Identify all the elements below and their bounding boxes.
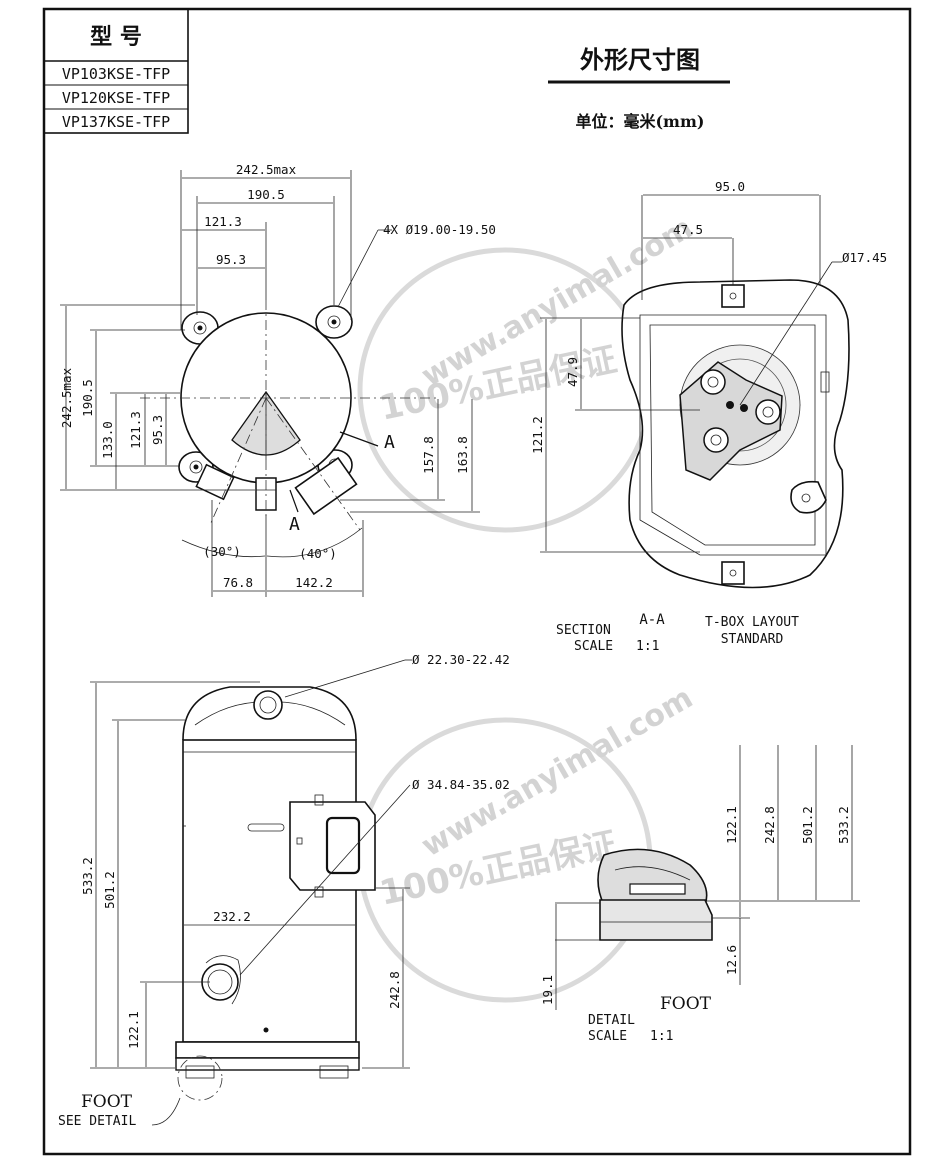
dim-501-detail: 501.2 bbox=[800, 806, 815, 844]
dim-232-side: 232.2 bbox=[213, 909, 251, 924]
dim-133-left: 133.0 bbox=[100, 421, 115, 459]
drawing-frame bbox=[42, 7, 912, 1156]
model-2: VP120KSE-TFP bbox=[62, 89, 170, 107]
dim-163: 163.8 bbox=[455, 436, 470, 474]
section-aa-label: A-A bbox=[639, 612, 665, 628]
dim-suction-dia: Ø 22.30-22.42 bbox=[412, 652, 510, 667]
model-table: 型 号 VP103KSE-TFP VP120KSE-TFP VP137KSE-T… bbox=[43, 8, 189, 134]
section-arrow-label-top: A bbox=[384, 432, 395, 453]
dim-142: 142.2 bbox=[295, 575, 333, 590]
dim-height-max: 242.5max bbox=[59, 367, 74, 428]
dim-holes: 4X Ø19.00-19.50 bbox=[383, 222, 496, 237]
dim-190-top: 190.5 bbox=[247, 187, 285, 202]
dim-95-section: 95.0 bbox=[715, 179, 745, 194]
dim-dia-17: Ø17.45 bbox=[842, 250, 887, 265]
model-1: VP103KSE-TFP bbox=[62, 65, 170, 83]
dim-501-side: 501.2 bbox=[102, 871, 117, 909]
detail-scale-label: SCALE bbox=[588, 1029, 627, 1044]
model-table-header: 型 号 bbox=[90, 24, 142, 50]
tbox-title-1: T-BOX LAYOUT bbox=[705, 615, 799, 630]
dim-122-detail: 122.1 bbox=[724, 806, 739, 844]
dim-19-detail: 19.1 bbox=[540, 975, 555, 1005]
foot-label-detail: FOOT bbox=[660, 994, 712, 1014]
dim-12-detail: 12.6 bbox=[724, 945, 739, 975]
unit-label: 单位：毫米(mm) bbox=[575, 112, 704, 131]
dim-95-left: 95.3 bbox=[150, 415, 165, 445]
dim-242-detail: 242.8 bbox=[762, 806, 777, 844]
tbox-section: 95.0 47.5 Ø17.45 47.9 121.2 A-A SECTION … bbox=[530, 179, 887, 654]
drawing-title: 外形尺寸图 bbox=[580, 45, 700, 74]
side-view: Ø 22.30-22.42 Ø 34.84-35.02 533.2 501.2 … bbox=[58, 652, 510, 1129]
detail-label: DETAIL bbox=[588, 1013, 635, 1028]
foot-detail: 122.1 242.8 501.2 533.2 12.6 19.1 FOOT D… bbox=[540, 745, 860, 1044]
dim-190-left: 190.5 bbox=[80, 379, 95, 417]
dim-discharge-dia: Ø 34.84-35.02 bbox=[412, 777, 510, 792]
dim-47-5: 47.5 bbox=[673, 222, 703, 237]
see-detail-label: SEE DETAIL bbox=[58, 1114, 136, 1129]
section-scale-label: SCALE bbox=[574, 639, 613, 654]
dim-157: 157.8 bbox=[421, 436, 436, 474]
model-3: VP137KSE-TFP bbox=[62, 113, 170, 131]
detail-scale-value: 1:1 bbox=[650, 1029, 673, 1044]
section-title: SECTION bbox=[556, 623, 611, 638]
dim-121-top: 121.3 bbox=[204, 214, 242, 229]
top-view: A A 242.5max 190.5 121.3 95.3 4X Ø19.00-… bbox=[59, 162, 496, 597]
dim-121-2: 121.2 bbox=[530, 416, 545, 454]
dim-76: 76.8 bbox=[223, 575, 253, 590]
dim-533-detail: 533.2 bbox=[836, 806, 851, 844]
dim-533-side: 533.2 bbox=[80, 857, 95, 895]
dim-47-9: 47.9 bbox=[565, 357, 580, 387]
dim-122-side: 122.1 bbox=[126, 1011, 141, 1049]
section-arrow-label-bottom: A bbox=[289, 514, 300, 535]
dim-121-left: 121.3 bbox=[128, 411, 143, 449]
section-scale-value: 1:1 bbox=[636, 639, 659, 654]
svg-text:100%正品保证: 100%正品保证 bbox=[376, 825, 620, 914]
dim-242-side: 242.8 bbox=[387, 971, 402, 1009]
dim-95-top: 95.3 bbox=[216, 252, 246, 267]
dim-angle-30: (30°) bbox=[203, 544, 241, 559]
dim-angle-40: (40°) bbox=[299, 546, 337, 561]
dim-width-max: 242.5max bbox=[236, 162, 297, 177]
foot-label-side: FOOT bbox=[81, 1092, 133, 1112]
tbox-title-2: STANDARD bbox=[721, 632, 784, 647]
